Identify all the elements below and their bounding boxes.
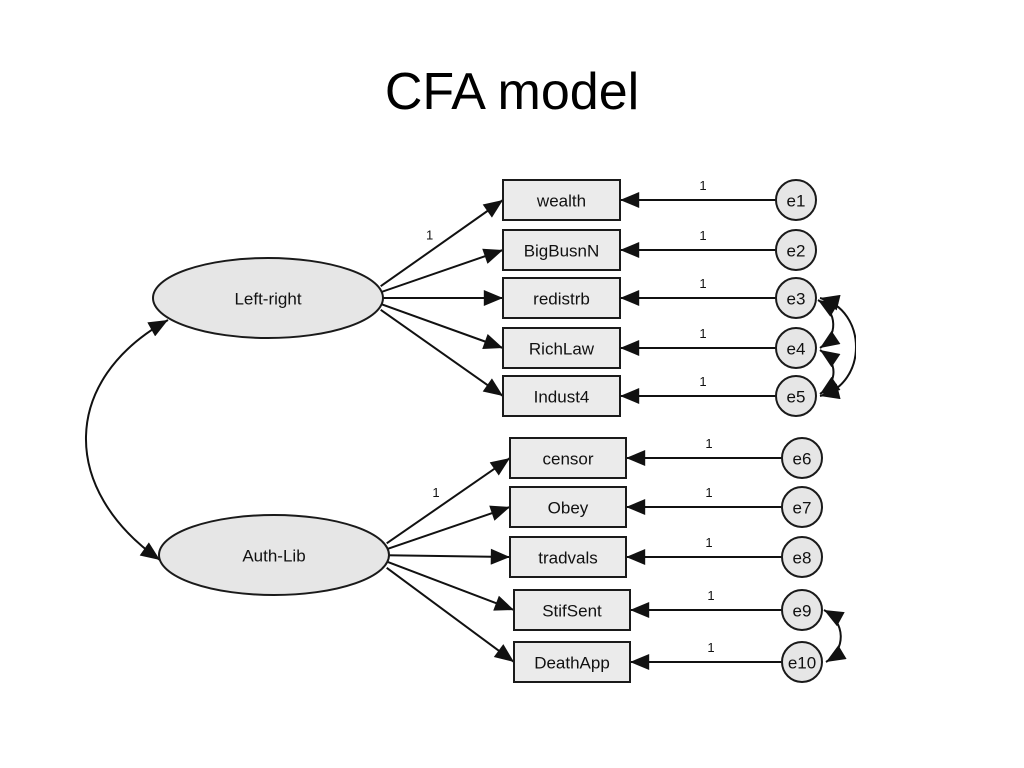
error-node-e6 <box>781 437 823 479</box>
error-label-e4: e4 <box>787 340 806 359</box>
error-label-e9: e9 <box>793 602 812 621</box>
error-node-e9 <box>781 589 823 631</box>
indicator-box-obey <box>509 486 627 528</box>
indicator-label-richlaw: RichLaw <box>529 340 595 359</box>
error-weight-label: 1 <box>699 276 706 291</box>
error-label-e7: e7 <box>793 499 812 518</box>
latent-label-left-right: Left-right <box>234 290 301 309</box>
indicator-box-tradvals <box>509 536 627 578</box>
error-weight-label: 1 <box>699 326 706 341</box>
latent-factor-auth-lib <box>158 514 390 596</box>
factor-covariance-arrow <box>85 319 169 561</box>
error-node-e5 <box>775 375 817 417</box>
error-label-e8: e8 <box>793 549 812 568</box>
error-covariance-e3-e4 <box>817 299 841 349</box>
indicator-label-censor: censor <box>542 450 593 469</box>
error-weight-label: 1 <box>707 640 714 655</box>
loading-path-bigbusnn <box>380 248 504 294</box>
error-node-e2 <box>775 229 817 271</box>
indicator-label-tradvals: tradvals <box>538 549 598 568</box>
error-weight-label: 1 <box>699 228 706 243</box>
indicator-box-censor <box>509 437 627 479</box>
error-covariance-e3-e5 <box>819 294 856 400</box>
error-label-e5: e5 <box>787 388 806 407</box>
loading-path-tradvals <box>386 548 511 565</box>
loading-path-wealth <box>380 199 504 288</box>
error-label-e6: e6 <box>793 450 812 469</box>
error-node-e10 <box>781 641 823 683</box>
indicator-box-richlaw <box>502 327 621 369</box>
error-label-e1: e1 <box>787 192 806 211</box>
indicator-label-obey: Obey <box>548 499 589 518</box>
indicator-label-deathapp: DeathApp <box>534 654 610 673</box>
indicator-label-redistrb: redistrb <box>533 290 590 309</box>
slide-title: CFA model <box>384 63 640 121</box>
error-weight-label: 1 <box>699 374 706 389</box>
loading-path-indust4 <box>380 308 504 397</box>
indicator-box-wealth <box>502 179 621 221</box>
error-covariance-e4-e5 <box>819 349 841 395</box>
indicator-box-deathapp <box>513 641 631 683</box>
loading-path-richlaw <box>380 303 504 350</box>
error-label-e3: e3 <box>787 290 806 309</box>
indicator-box-stifsent <box>513 589 631 631</box>
indicator-label-bigbusnn: BigBusnN <box>524 242 600 261</box>
error-node-e8 <box>781 536 823 578</box>
loading-path-censor <box>386 457 511 545</box>
loading-weight-label: 1 <box>426 228 433 243</box>
error-node-e7 <box>781 486 823 528</box>
indicator-box-bigbusnn <box>502 229 621 271</box>
latent-factor-left-right <box>152 257 384 339</box>
indicator-label-wealth: wealth <box>536 192 586 211</box>
error-label-e10: e10 <box>788 654 816 673</box>
error-weight-label: 1 <box>705 485 712 500</box>
loading-path-obey <box>386 505 511 551</box>
error-weight-label: 1 <box>705 535 712 550</box>
error-node-e4 <box>775 327 817 369</box>
indicator-label-stifsent: StifSent <box>542 602 602 621</box>
error-node-e3 <box>775 277 817 319</box>
indicator-label-indust4: Indust4 <box>534 388 590 407</box>
indicator-box-indust4 <box>502 375 621 417</box>
loading-weight-label: 1 <box>432 485 439 500</box>
loading-path-stifsent <box>386 560 515 611</box>
latent-label-auth-lib: Auth-Lib <box>242 547 305 566</box>
error-covariance-e9-e10 <box>823 609 847 663</box>
indicator-box-redistrb <box>502 277 621 319</box>
error-weight-label: 1 <box>707 588 714 603</box>
error-weight-label: 1 <box>699 178 706 193</box>
loading-path-deathapp <box>386 567 515 663</box>
error-label-e2: e2 <box>787 242 806 261</box>
error-node-e1 <box>775 179 817 221</box>
error-weight-label: 1 <box>705 436 712 451</box>
